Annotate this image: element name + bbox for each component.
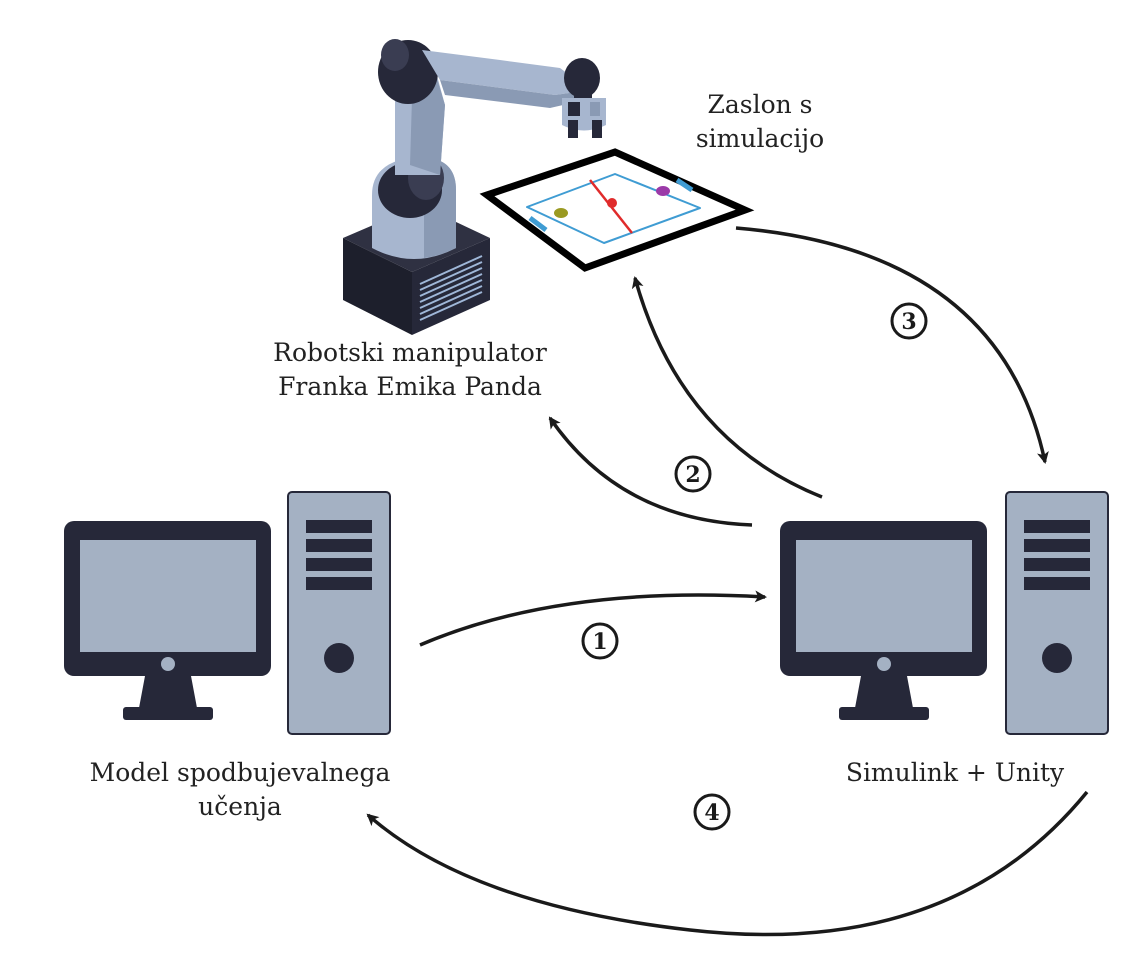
- screen-label: Zaslon s simulacijo: [690, 88, 830, 156]
- left-computer-icon: [64, 491, 391, 735]
- screen-label-line-2: simulacijo: [695, 124, 825, 153]
- arrow-step-4: [366, 790, 1089, 937]
- step-2-label: 2: [685, 462, 700, 488]
- right-computer-icon: [780, 491, 1109, 735]
- step-4-label: 4: [704, 800, 719, 826]
- right-computer-label: Simulink + Unity: [820, 756, 1090, 790]
- left-computer-label-line-1: Model spodbujevalnega: [89, 758, 391, 787]
- screen-label-line-1: Zaslon s: [707, 90, 813, 119]
- robot-label-line-1: Robotski manipulator: [273, 338, 547, 367]
- left-computer-label: Model spodbujevalnega učenja: [70, 756, 410, 824]
- simulation-screen-icon: [479, 148, 755, 272]
- step-3-label: 3: [901, 309, 916, 335]
- robot-label: Robotski manipulator Franka Emika Panda: [250, 336, 570, 404]
- step-1-badge: 1: [581, 622, 619, 660]
- step-2-badge: 2: [674, 455, 712, 493]
- step-3-badge: 3: [890, 302, 928, 340]
- robot-manipulator-icon: [343, 39, 606, 335]
- robot-label-line-2: Franka Emika Panda: [278, 372, 542, 401]
- arrow-step-3: [735, 226, 1049, 464]
- step-4-badge: 4: [693, 793, 731, 831]
- left-computer-label-line-2: učenja: [198, 792, 282, 821]
- right-computer-label-line-1: Simulink + Unity: [845, 758, 1065, 787]
- arrow-step-1: [419, 590, 767, 647]
- arrow-step-2-screen: [631, 276, 823, 499]
- arrow-step-2-robot: [548, 416, 753, 527]
- step-1-label: 1: [592, 629, 607, 655]
